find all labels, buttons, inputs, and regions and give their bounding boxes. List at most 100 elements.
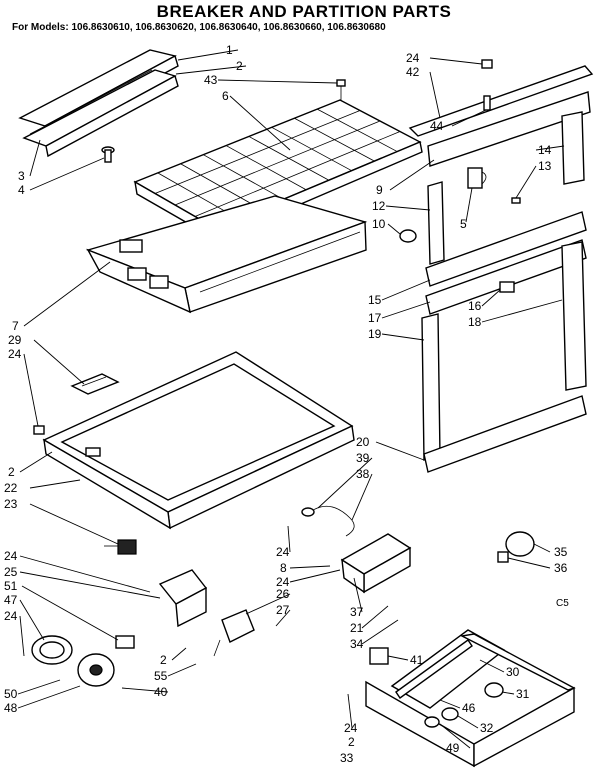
partition-frame [42, 351, 355, 530]
leader-line [21, 585, 119, 641]
callout-2-low: 2 [160, 653, 167, 667]
leader-line [19, 599, 45, 641]
control-panel-49 [365, 633, 576, 768]
leader-line [385, 205, 431, 211]
leader-line [347, 693, 353, 729]
callout-16: 16 [468, 299, 482, 313]
callout-20: 20 [356, 435, 370, 449]
leader-line [17, 685, 81, 709]
callout-43: 43 [204, 73, 218, 87]
leader-line [429, 71, 441, 119]
gasket-ring-47 [31, 635, 73, 665]
leader-line [23, 261, 111, 327]
leader-line [29, 157, 105, 191]
leader-line [457, 715, 479, 729]
callout-2: 2 [236, 59, 243, 73]
callout-24-c: 24 [276, 545, 290, 559]
screw-part-43 [336, 79, 346, 100]
knob-part-10 [399, 229, 417, 243]
clip-part-24b [33, 425, 45, 435]
leader-line [167, 663, 197, 677]
leader-line [387, 655, 409, 661]
callout-26: 26 [276, 587, 290, 601]
leader-line [481, 289, 501, 307]
leader-line [177, 49, 239, 61]
callout-34: 34 [350, 637, 364, 651]
leader-line [361, 619, 399, 645]
callout-21: 21 [350, 621, 364, 635]
trim-strip-9 [427, 91, 591, 167]
breaker-top-trim [18, 49, 179, 158]
callout-46: 46 [462, 701, 476, 715]
leader-line [29, 503, 119, 545]
leader-line [375, 441, 425, 461]
callout-24-top: 24 [406, 51, 420, 65]
leader-line [381, 279, 431, 301]
leader-line [23, 353, 39, 427]
strip-part-19 [421, 313, 441, 461]
callout-5: 5 [460, 217, 467, 231]
light-bulb-35 [497, 531, 535, 563]
leader-line [439, 723, 471, 749]
leader-lines [17, 49, 565, 749]
leader-line [229, 95, 291, 151]
leader-line [175, 65, 247, 75]
breaker-housing [85, 195, 368, 314]
callout-23: 23 [4, 497, 18, 511]
callout-13: 13 [538, 159, 552, 173]
callout-47: 47 [4, 593, 18, 607]
callout-12: 12 [372, 199, 386, 213]
clip-part-16 [499, 281, 515, 293]
bottom-trim-strip-20 [423, 395, 587, 473]
leader-line [381, 301, 431, 319]
control-housing-37 [340, 533, 412, 594]
leader-line [19, 451, 53, 473]
callout-30: 30 [506, 665, 520, 679]
callout-35: 35 [554, 545, 568, 559]
lamp-socket-25 [158, 569, 208, 628]
callout-18: 18 [468, 315, 482, 329]
screw-part-4 [101, 146, 115, 163]
callout-7: 7 [12, 319, 19, 333]
leader-line [501, 691, 515, 695]
callout-2-bottom: 2 [348, 735, 355, 749]
leader-line [121, 687, 169, 693]
bracket-part-26 [213, 609, 255, 657]
leader-line [19, 571, 161, 599]
leader-line [289, 569, 341, 583]
leader-line [287, 525, 291, 553]
callout-37: 37 [350, 605, 364, 619]
callout-36: 36 [554, 561, 568, 575]
clip-part-13 [511, 197, 521, 204]
callout-15: 15 [368, 293, 382, 307]
grille-rail [194, 131, 401, 217]
leader-line [533, 543, 551, 553]
strip-part-12 [427, 181, 445, 265]
leader-line [29, 479, 81, 489]
leader-line [33, 339, 85, 385]
leader-line [245, 593, 291, 615]
leader-line [19, 615, 25, 657]
knob-part-32 [441, 707, 459, 721]
control-box-41 [369, 647, 389, 665]
callout-48: 48 [4, 701, 18, 715]
leader-line [507, 557, 551, 569]
leader-line [275, 609, 291, 627]
callout-4: 4 [18, 183, 25, 197]
leader-line [389, 159, 435, 191]
leader-line [381, 333, 425, 341]
leader-line [17, 679, 61, 695]
callout-32: 32 [480, 721, 494, 735]
leader-line [171, 647, 187, 661]
leader-line [515, 165, 537, 199]
callout-55: 55 [154, 669, 168, 683]
hinge-part-5 [467, 167, 487, 189]
knob-part-46 [424, 716, 440, 728]
leader-line [29, 139, 41, 177]
plug-part-23 [104, 539, 137, 555]
leader-line [481, 299, 563, 323]
callout-10: 10 [372, 217, 386, 231]
top-trim-strip-42 [408, 59, 594, 137]
callout-24-left: 24 [8, 347, 22, 361]
